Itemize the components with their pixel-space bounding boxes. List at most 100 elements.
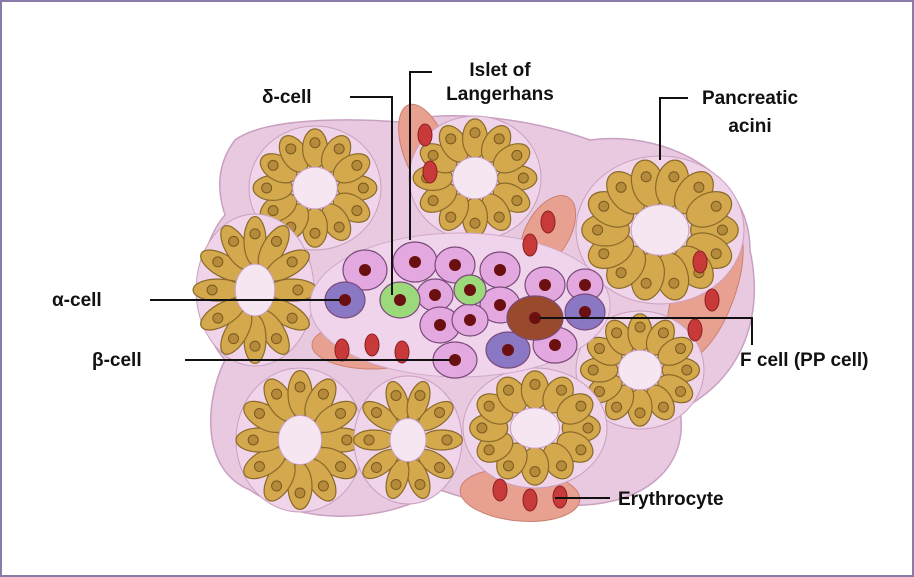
acinar-nucleus [512, 196, 522, 206]
acinar-nucleus [415, 480, 425, 490]
acinar-nucleus [271, 236, 281, 246]
acinar-nucleus [295, 382, 305, 392]
acinar-nucleus [318, 481, 328, 491]
acinar-nucleus [557, 385, 567, 395]
nucleus [539, 279, 551, 291]
nucleus [529, 312, 541, 324]
acinar-nucleus [503, 461, 513, 471]
acinus [354, 376, 463, 504]
acinus-lumen [235, 264, 275, 316]
acinar-nucleus [682, 365, 692, 375]
acinar-nucleus [576, 445, 586, 455]
acinus-lumen [293, 167, 338, 209]
nucleus [449, 259, 461, 271]
acinar-nucleus [318, 389, 328, 399]
acinar-nucleus [594, 386, 604, 396]
acinar-nucleus [494, 134, 504, 144]
f-cell-label: F cell (PP cell) [740, 350, 868, 371]
acinar-nucleus [717, 225, 727, 235]
acinar-nucleus [658, 328, 668, 338]
acinar-nucleus [287, 313, 297, 323]
nucleus [449, 354, 461, 366]
acinar-nucleus [711, 201, 721, 211]
acinar-nucleus [616, 182, 626, 192]
acinar-nucleus [268, 206, 278, 216]
acinar-nucleus [711, 249, 721, 259]
erythrocyte-cell [365, 334, 379, 356]
acinar-nucleus [272, 481, 282, 491]
acinar-nucleus [641, 278, 651, 288]
acinar-nucleus [484, 445, 494, 455]
acinar-nucleus [446, 212, 456, 222]
acinar-nucleus [415, 390, 425, 400]
acinar-nucleus [310, 228, 320, 238]
acinar-nucleus [442, 435, 452, 445]
acinar-nucleus [641, 172, 651, 182]
acinar-nucleus [599, 201, 609, 211]
acinar-nucleus [470, 218, 480, 228]
acinar-nucleus [599, 249, 609, 259]
acinar-nucleus [207, 285, 217, 295]
acinar-nucleus [213, 257, 223, 267]
acinar-nucleus [658, 402, 668, 412]
erythrocyte-cell [418, 124, 432, 146]
erythrocyte-cell [693, 251, 707, 273]
nucleus [494, 264, 506, 276]
acinar-nucleus [271, 334, 281, 344]
acinar-nucleus [635, 322, 645, 332]
acinar-nucleus [272, 389, 282, 399]
acinar-nucleus [593, 225, 603, 235]
acinar-nucleus [250, 341, 260, 351]
acinar-nucleus [557, 461, 567, 471]
nucleus [502, 344, 514, 356]
acinar-nucleus [435, 463, 445, 473]
acinus [236, 368, 364, 512]
acinar-nucleus [371, 463, 381, 473]
acinar-nucleus [494, 212, 504, 222]
erythrocyte-cell [523, 234, 537, 256]
islet-label-line1: Islet of [469, 60, 531, 81]
beta-cell-label: β-cell [92, 350, 142, 371]
erythrocyte-cell [705, 289, 719, 311]
acinar-nucleus [435, 407, 445, 417]
acinus-lumen [631, 205, 689, 255]
acinus-lumen [278, 416, 321, 465]
nucleus [434, 319, 446, 331]
acinus-lumen [453, 157, 498, 199]
acinar-nucleus [293, 285, 303, 295]
acinar-nucleus [295, 488, 305, 498]
acinar-nucleus [286, 144, 296, 154]
acinar-nucleus [248, 435, 258, 445]
acinus-lumen [390, 418, 426, 461]
acinar-nucleus [364, 435, 374, 445]
acinar-nucleus [287, 257, 297, 267]
nucleus [394, 294, 406, 306]
acinar-nucleus [352, 206, 362, 216]
acinar-nucleus [213, 313, 223, 323]
acinar-nucleus [262, 183, 272, 193]
nucleus [494, 299, 506, 311]
acinar-nucleus [512, 150, 522, 160]
acinar-nucleus [518, 173, 528, 183]
acinar-nucleus [229, 334, 239, 344]
acinar-nucleus [428, 150, 438, 160]
acinar-nucleus [334, 222, 344, 232]
erythrocyte-cell [688, 319, 702, 341]
nucleus [579, 306, 591, 318]
acinar-nucleus [530, 467, 540, 477]
acinar-nucleus [612, 402, 622, 412]
acinar-nucleus [669, 172, 679, 182]
acinar-nucleus [371, 407, 381, 417]
acinar-nucleus [594, 344, 604, 354]
erythrocyte-cell [541, 211, 555, 233]
acinar-nucleus [477, 423, 487, 433]
acinar-nucleus [503, 385, 513, 395]
acinar-nucleus [254, 408, 264, 418]
acinar-nucleus [352, 160, 362, 170]
acinar-nucleus [694, 182, 704, 192]
nucleus [409, 256, 421, 268]
acinar-nucleus [428, 196, 438, 206]
acinar-nucleus [470, 128, 480, 138]
acinar-nucleus [669, 278, 679, 288]
